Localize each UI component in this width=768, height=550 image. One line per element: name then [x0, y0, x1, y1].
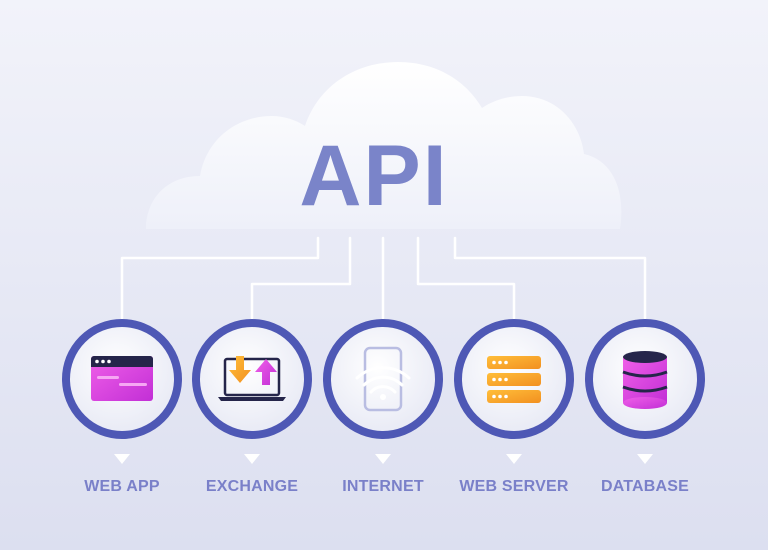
label-internet: INTERNET	[342, 478, 424, 495]
database-icon	[622, 351, 668, 409]
pointer-triangle	[114, 454, 130, 464]
label-web-server: WEB SERVER	[459, 478, 569, 495]
browser-window-icon	[91, 356, 153, 401]
pointer-triangle	[244, 454, 260, 464]
pointer-triangle	[637, 454, 653, 464]
node-internet	[323, 319, 443, 464]
wifi-phone-icon	[355, 346, 411, 412]
pointer-triangle	[506, 454, 522, 464]
laptop-exchange-icon	[218, 356, 286, 401]
connector-exchange	[250, 236, 352, 320]
label-web-app: WEB APP	[84, 478, 160, 495]
node-web-app	[62, 319, 182, 464]
label-database: DATABASE	[600, 478, 690, 495]
connector-web-app	[120, 236, 320, 320]
pointer-triangle	[375, 454, 391, 464]
cloud-shape	[146, 62, 622, 229]
node-exchange	[192, 319, 312, 464]
label-exchange: EXCHANGE	[205, 478, 299, 495]
node-database	[585, 319, 705, 464]
server-rack-icon	[487, 356, 541, 403]
connector-lines	[120, 236, 647, 320]
node-web-server	[454, 319, 574, 464]
connector-database	[453, 236, 647, 320]
connector-web-server	[416, 236, 516, 320]
api-title: API	[299, 128, 449, 224]
